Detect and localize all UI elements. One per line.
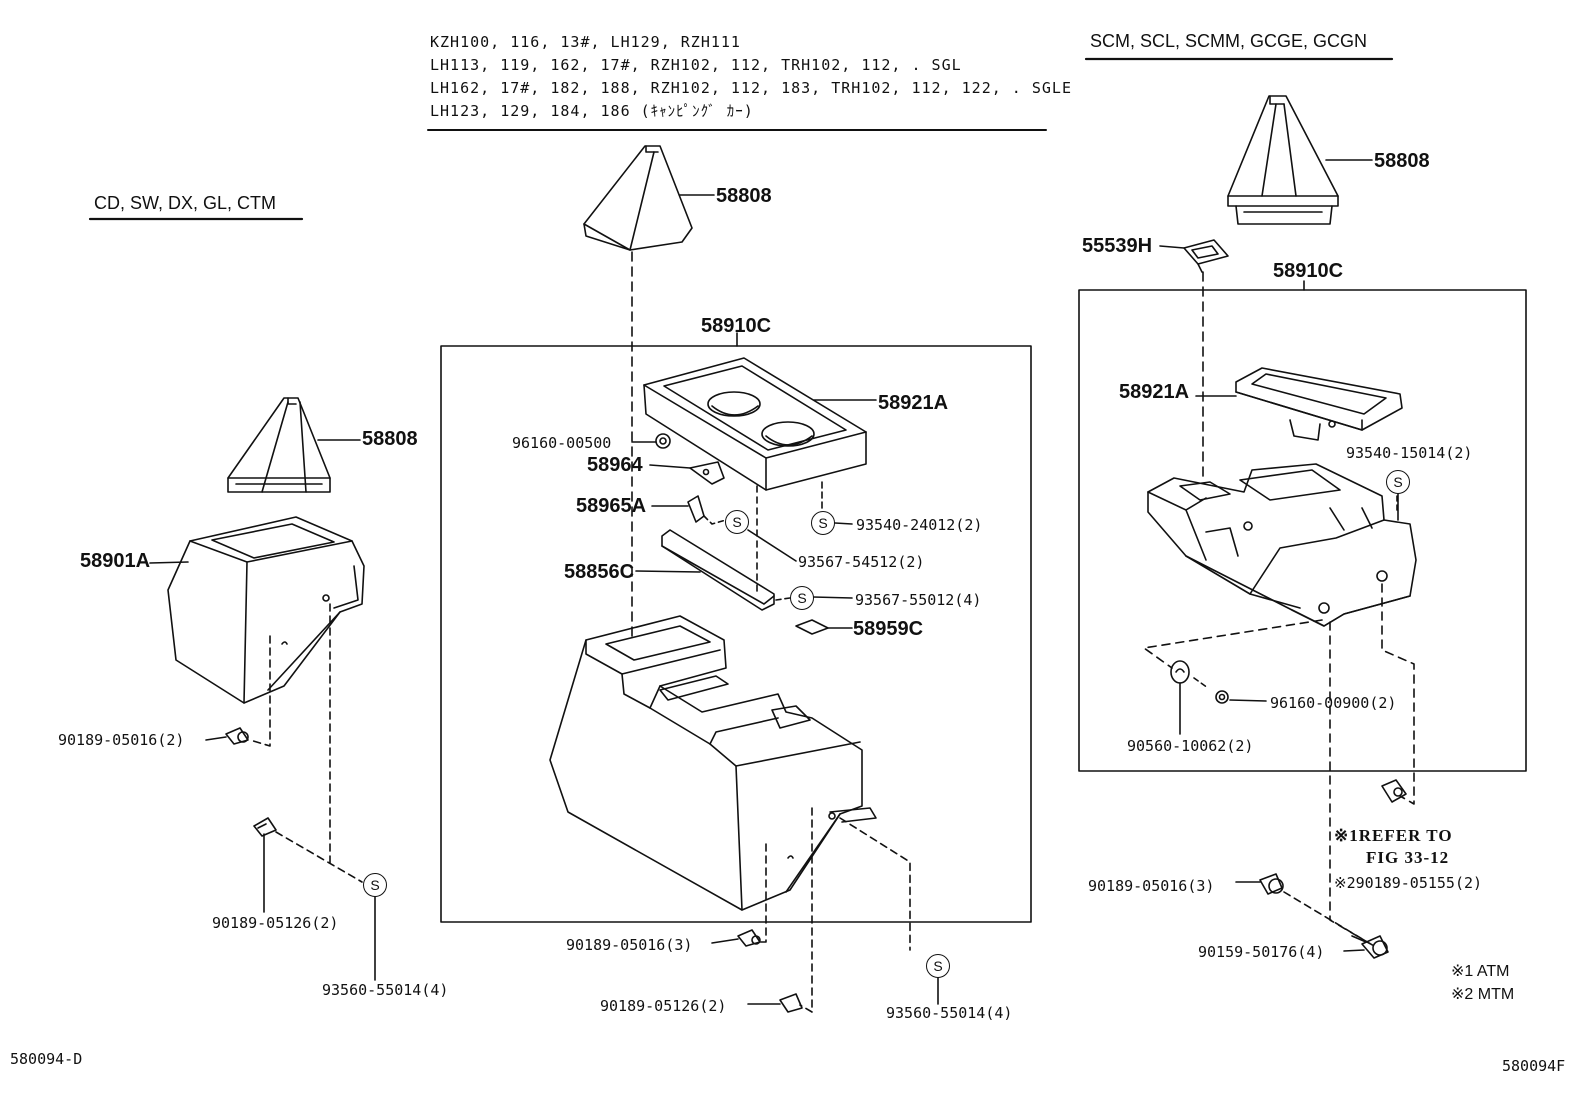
left-screw-c-part-number: 93560-55014(4) (322, 981, 449, 999)
right-screw-c-part-number: 90189-05016(3) (1088, 877, 1215, 895)
s-symbol-center-b: S (725, 510, 749, 534)
center-screw-a-part-number: 93540-24012(2) (856, 516, 983, 534)
transmission-note-mtm: ※2 MTM (1451, 986, 1515, 1003)
s-symbol-center-a: S (811, 511, 835, 535)
center-screw-c-part-number: 93567-55012(4) (855, 591, 982, 609)
left-screw-a-part-number: 90189-05016(2) (58, 731, 185, 749)
center-clip (687, 495, 705, 523)
right-screw-b (1381, 779, 1407, 803)
right-screw-d-part-number: 90159-50176(4) (1198, 943, 1325, 961)
center-shift-boot (583, 145, 693, 251)
center-assembly-part-number: 58910C (701, 315, 772, 337)
left-screw-b (253, 817, 277, 837)
center-model-line-1: KZH100, 116, 13#, LH129, RZH111 (430, 33, 741, 51)
right-grommet-part-number: 90560-10062(2) (1127, 737, 1254, 755)
center-screw-e (779, 993, 803, 1013)
right-assembly-part-number: 58910C (1273, 260, 1344, 282)
right-shift-boot (1227, 95, 1339, 225)
center-console-box (549, 615, 877, 911)
right-boot-part-number: 58808 (1374, 150, 1430, 172)
s-symbol-center-d: S (926, 954, 950, 978)
center-clip-part-number: 58965A (576, 495, 647, 517)
center-boot-part-number: 58808 (716, 185, 772, 207)
right-cover (1183, 239, 1229, 273)
right-refer-note-line-2: FIG 33-12 (1366, 848, 1450, 867)
center-pad-part-number: 58959C (853, 618, 924, 640)
center-pad (795, 619, 829, 635)
left-console-part-number: 58901A (80, 550, 151, 572)
center-bar-part-number: 58856C (564, 561, 635, 583)
center-screw-d (737, 929, 761, 947)
left-boot-part-number: 58808 (362, 428, 418, 450)
center-screw-b-part-number: 93567-54512(2) (798, 553, 925, 571)
s-symbol-right: S (1386, 470, 1410, 494)
s-symbol-center-c: S (790, 586, 814, 610)
center-bar (661, 529, 775, 611)
center-screw-e-part-number: 90189-05126(2) (600, 997, 727, 1015)
left-model-list: CD, SW, DX, GL, CTM (94, 193, 277, 213)
transmission-note-atm: ※1 ATM (1451, 963, 1510, 980)
center-screw-f-part-number: 93560-55014(4) (886, 1004, 1013, 1022)
right-nut-part-number: 96160-00900(2) (1270, 694, 1397, 712)
right-cover-part-number: 55539H (1082, 235, 1153, 257)
left-shift-boot (227, 397, 331, 493)
right-refer-note-line-1: ※1REFER TO (1334, 826, 1453, 845)
right-grommet (1170, 660, 1190, 684)
left-console-leader (149, 561, 189, 564)
right-assembly-frame (1078, 289, 1527, 772)
right-panel (1235, 367, 1403, 441)
center-panel (643, 357, 867, 491)
s-symbol-left: S (363, 873, 387, 897)
center-screw-d-part-number: 90189-05016(3) (566, 936, 693, 954)
right-screw-b-part-number: ※290189-05155(2) (1334, 874, 1483, 892)
figure-code-right: 580094F (1502, 1057, 1566, 1075)
center-model-line-2: LH113, 119, 162, 17#, RZH102, 112, TRH10… (430, 56, 962, 74)
right-console-box (1147, 463, 1417, 627)
center-bracket-part-number: 58964 (587, 454, 643, 476)
center-assembly-frame (440, 345, 1032, 923)
center-panel-part-number: 58921A (878, 392, 949, 414)
right-screw-a-part-number: 93540-15014(2) (1346, 444, 1473, 462)
right-nut (1215, 690, 1229, 704)
left-console-box (167, 516, 365, 704)
left-screw-b-part-number: 90189-05126(2) (212, 914, 339, 932)
left-screw-a (225, 727, 249, 745)
right-panel-part-number: 58921A (1119, 381, 1190, 403)
right-screw-d (1351, 935, 1389, 959)
center-model-line-4: LH123, 129, 184, 186 (ｷｬﾝﾋﾟﾝｸﾞ ｶｰ) (430, 102, 754, 120)
center-nut-part-number: 96160-00500 (512, 434, 612, 452)
center-nut (655, 433, 671, 449)
right-screw-c (1259, 873, 1284, 895)
center-bracket (689, 461, 725, 485)
figure-code-left: 580094-D (10, 1050, 83, 1068)
center-model-line-3: LH162, 17#, 182, 188, RZH102, 112, 183, … (430, 79, 1072, 97)
right-model-list: SCM, SCL, SCMM, GCGE, GCGN (1090, 31, 1368, 51)
